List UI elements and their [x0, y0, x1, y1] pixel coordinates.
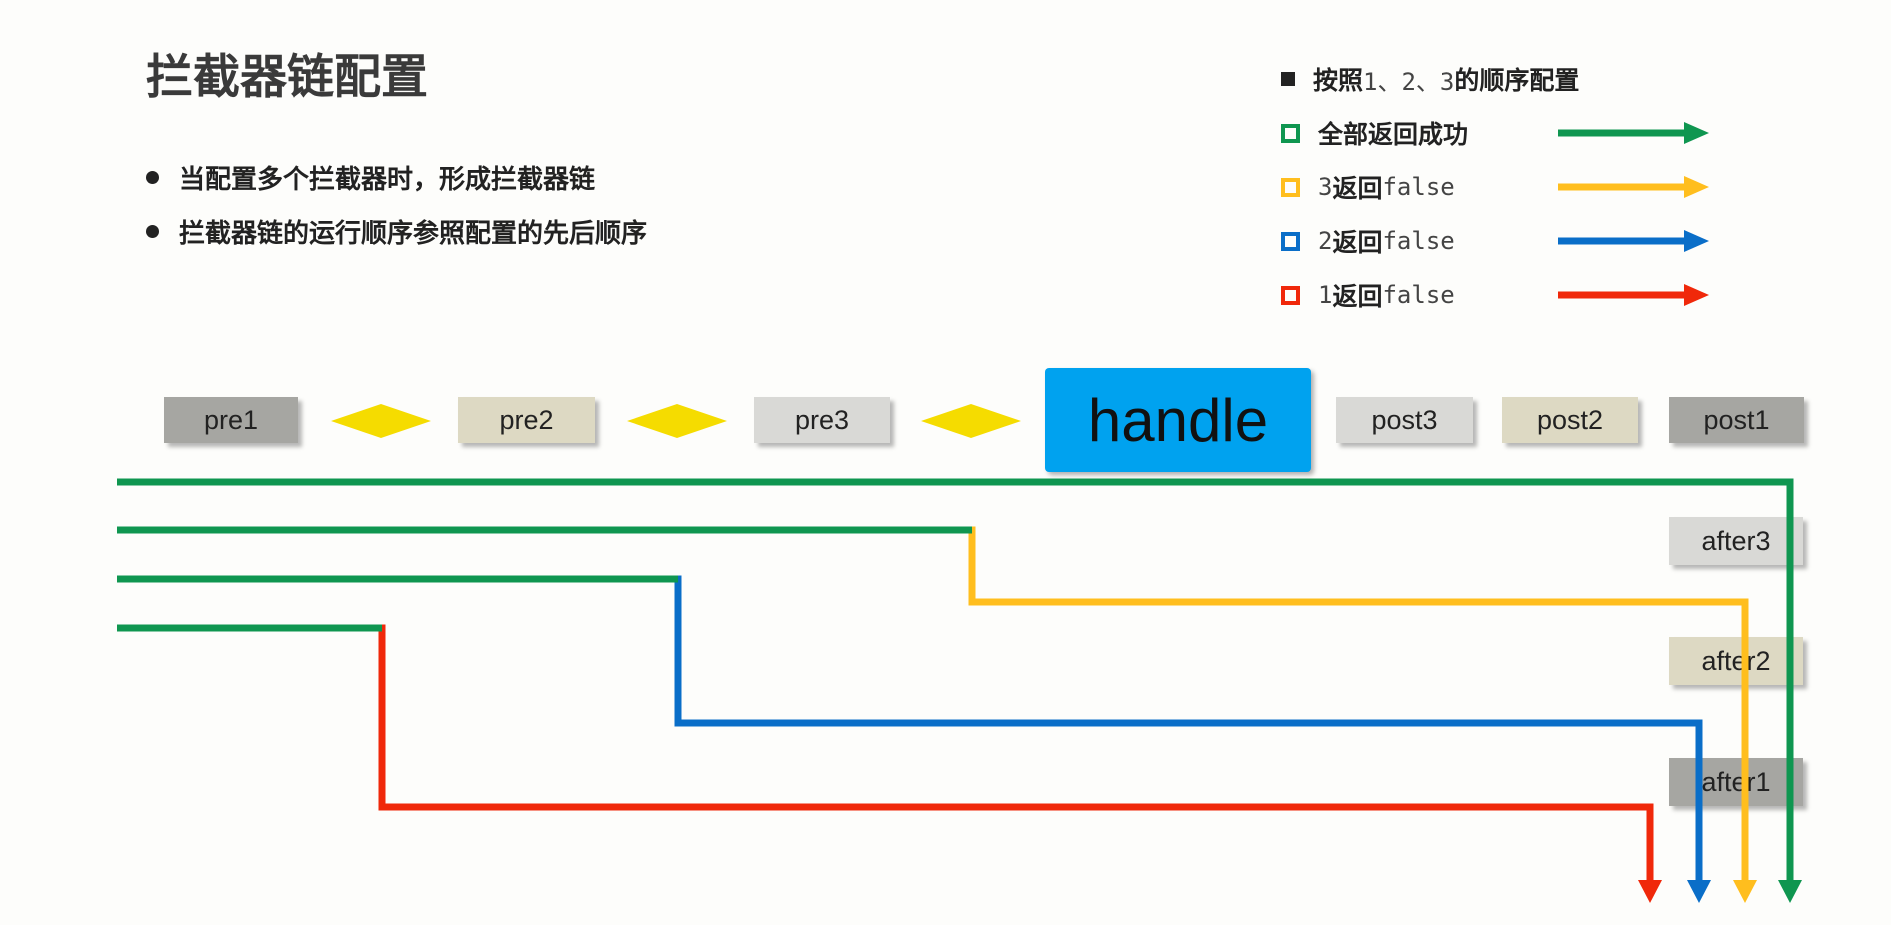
legend-item-prefix: 2: [1318, 227, 1333, 255]
legend-item-prefix: 1: [1318, 281, 1333, 309]
filled-square-icon: [1281, 72, 1295, 86]
legend-header-text: 按照: [1313, 66, 1364, 95]
pre1-box: pre1: [164, 397, 298, 443]
pre2-label: pre2: [499, 404, 554, 435]
pre3-box: pre3: [754, 397, 890, 443]
legend-item-value: false: [1382, 173, 1455, 201]
flow-1-false-line: [117, 624, 1654, 885]
pre1-pre2-connector-icon: [331, 404, 431, 438]
post1-box: post1: [1669, 397, 1804, 443]
flow-2-false-arrowhead: [1687, 880, 1711, 903]
after2-label: after2: [1701, 645, 1771, 676]
legend-item-value: false: [1382, 281, 1455, 309]
pre2-box: pre2: [458, 397, 595, 443]
post2-label: post2: [1536, 404, 1604, 435]
bullet-text: 拦截器链的运行顺序参照配置的先后顺序: [179, 218, 648, 249]
yellow-square-icon: [1281, 177, 1300, 197]
red-square-icon: [1281, 285, 1300, 305]
legend-item-label: 返回: [1332, 282, 1383, 311]
blue-square-icon: [1281, 231, 1300, 251]
green-arrow-icon: [1558, 122, 1709, 144]
legend-header-suffix: 的顺序配置: [1454, 66, 1580, 95]
legend-item-label: 全部返回成功: [1318, 120, 1469, 149]
after3-label: after3: [1701, 525, 1771, 556]
pre3-handle-connector-icon: [921, 404, 1021, 438]
legend-item-label: 返回: [1332, 228, 1383, 257]
bullet-text: 当配置多个拦截器时，形成拦截器链: [179, 164, 596, 195]
post3-label: post3: [1371, 404, 1438, 435]
bullet-item: 拦截器链的运行顺序参照配置的先后顺序: [146, 204, 647, 258]
green-square-icon: [1281, 123, 1300, 143]
pre3-label: pre3: [794, 404, 850, 435]
after2-box: after2: [1669, 637, 1803, 685]
flow-3-false-arrowhead: [1733, 880, 1757, 903]
after1-box: after1: [1669, 758, 1803, 806]
pre1-label: pre1: [203, 404, 259, 435]
post2-box: post2: [1502, 397, 1638, 443]
flow-3-false: [117, 526, 1757, 903]
flow-all-success-arrowhead: [1778, 880, 1802, 903]
page-title: 拦截器链配置: [146, 50, 428, 105]
after3-box: after3: [1669, 517, 1803, 565]
flow-all-success: [117, 478, 1802, 903]
post1-label: post1: [1703, 404, 1770, 435]
flow-3-false-line: [117, 526, 1749, 885]
bullet-dot-icon: [146, 170, 159, 184]
blue-arrow-icon: [1558, 230, 1709, 252]
handle-box: handle: [1045, 368, 1311, 472]
pre2-pre3-connector-icon: [627, 404, 727, 438]
handle-label: handle: [1087, 386, 1269, 454]
flow-1-false: [117, 624, 1662, 903]
bullet-item: 当配置多个拦截器时，形成拦截器链: [146, 150, 647, 204]
flow-all-success-line: [117, 478, 1794, 885]
post3-box: post3: [1336, 397, 1473, 443]
legend-item-prefix: 3: [1318, 173, 1333, 201]
yellow-arrow-icon: [1558, 176, 1709, 198]
legend-header-order: 1、2、3: [1363, 67, 1455, 96]
bullet-dot-icon: [146, 224, 159, 238]
after1-label: after1: [1701, 766, 1771, 797]
legend-item-value: false: [1382, 227, 1455, 255]
flow-1-false-arrowhead: [1638, 880, 1662, 903]
legend-item-all-success: 全部返回成功: [1281, 106, 1709, 160]
red-arrow-icon: [1558, 284, 1709, 306]
bullet-list: 当配置多个拦截器时，形成拦截器链 拦截器链的运行顺序参照配置的先后顺序: [146, 150, 647, 258]
legend-item-label: 返回: [1332, 174, 1383, 203]
